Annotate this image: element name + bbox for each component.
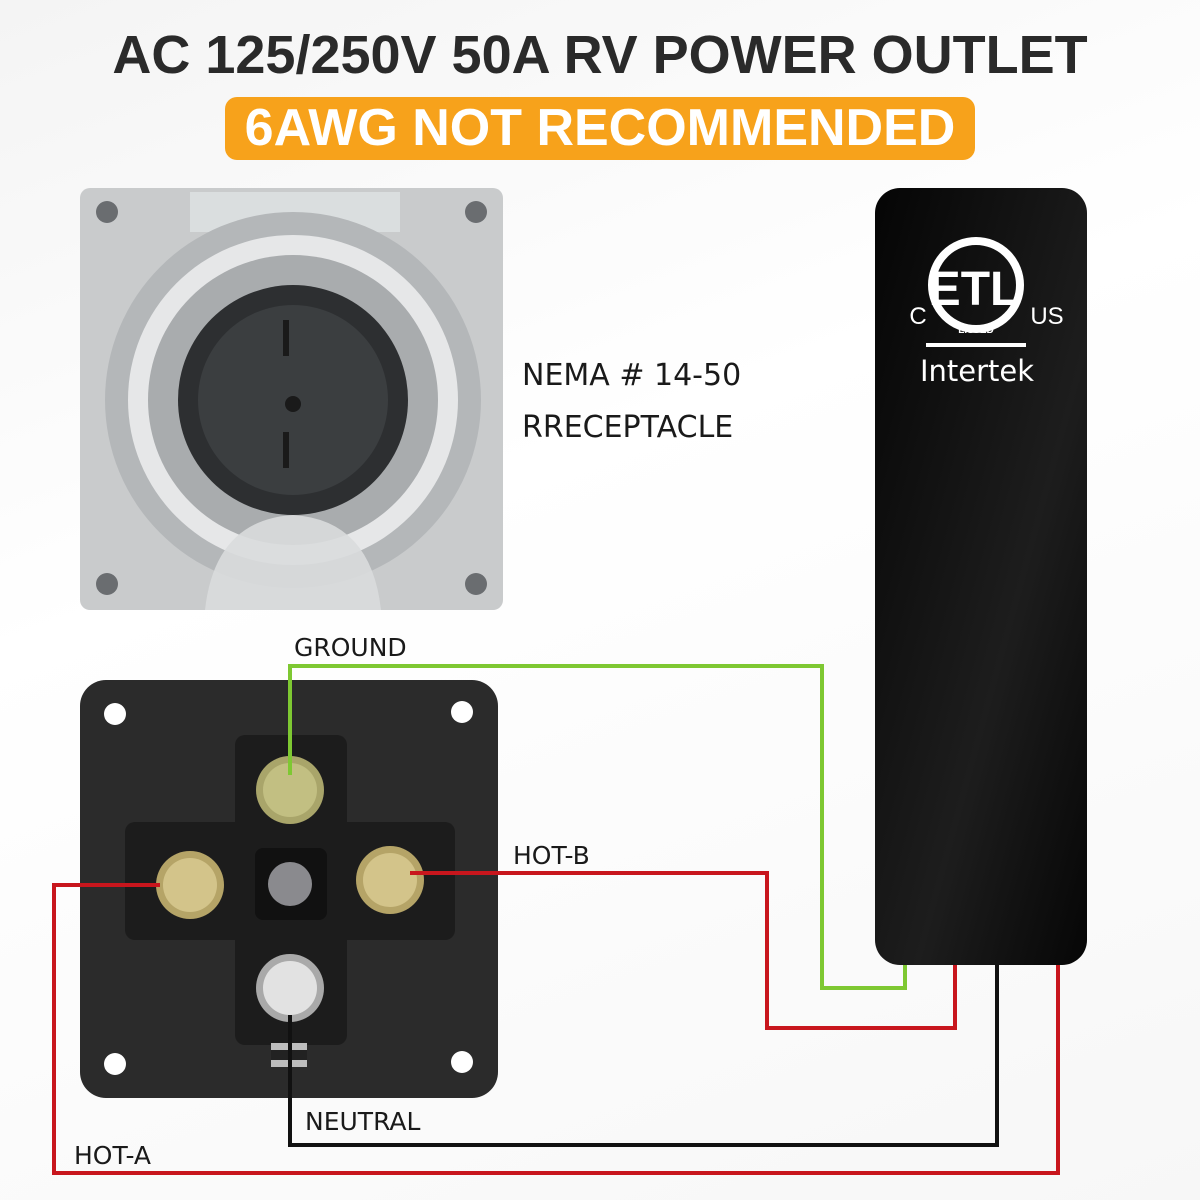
etl-mark-text: ETL (929, 263, 1020, 316)
svg-text:LISTED: LISTED (958, 325, 994, 336)
receptacle-type-label: NEMA # 14-50 (522, 358, 742, 393)
warning-banner: 6AWG NOT RECOMMENDED (225, 97, 975, 160)
intertek-label: Intertek (920, 354, 1034, 388)
ground-wire (288, 664, 907, 990)
receptacle-back-image (80, 680, 498, 1098)
hot-b-wire (410, 871, 957, 1030)
page-title: AC 125/250V 50A RV POWER OUTLET (112, 25, 1088, 85)
neutral-wire (288, 965, 999, 1147)
center-indicator (268, 862, 312, 906)
hot-a-label: HOT-A (74, 1141, 152, 1170)
neutral-label: NEUTRAL (305, 1107, 421, 1136)
etl-logo (928, 237, 1024, 333)
terminal-screws (156, 756, 424, 1022)
ground-label: GROUND (294, 633, 407, 662)
svg-text:US: US (1030, 303, 1063, 330)
hot-b-label: HOT-B (513, 841, 590, 870)
hot-a-wire (52, 883, 1060, 1175)
receptacle-front-image (80, 188, 503, 610)
receptacle-name-label: RRECEPTACLE (522, 410, 734, 445)
svg-text:C: C (909, 303, 926, 330)
certification-panel: ETL LISTED C US Intertek (875, 188, 1087, 965)
